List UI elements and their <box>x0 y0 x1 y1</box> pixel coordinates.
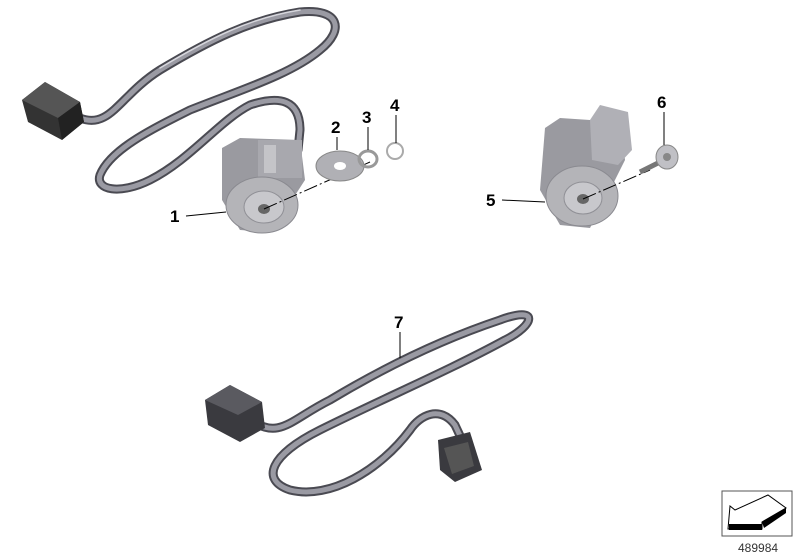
circlip-4[interactable] <box>386 142 404 160</box>
part-label-1: 1 <box>170 207 179 226</box>
part-5-sensor[interactable] <box>540 105 632 228</box>
connector-1 <box>22 82 84 140</box>
part-label-5: 5 <box>486 191 495 210</box>
assembly-axis-line-2 <box>582 169 651 200</box>
part-label-7: 7 <box>394 313 403 332</box>
washer-2[interactable] <box>315 150 365 182</box>
connector-7a <box>205 385 265 442</box>
part-label-3: 3 <box>362 108 371 127</box>
part-label-2: 2 <box>331 118 340 137</box>
arrow-pointer-icon <box>721 490 793 537</box>
sensor-housing-1 <box>222 138 305 234</box>
part-label-4: 4 <box>390 96 400 115</box>
cable-1 <box>75 7 340 194</box>
connector-7b <box>438 432 482 482</box>
screw-6[interactable] <box>638 144 679 175</box>
part-7-cable[interactable] <box>205 310 534 497</box>
part-1-sensor-with-cable[interactable] <box>22 7 404 234</box>
retaining-ring-3[interactable] <box>357 149 379 169</box>
diagram-reference-number: 489984 <box>738 541 778 555</box>
part-label-6: 6 <box>657 93 666 112</box>
